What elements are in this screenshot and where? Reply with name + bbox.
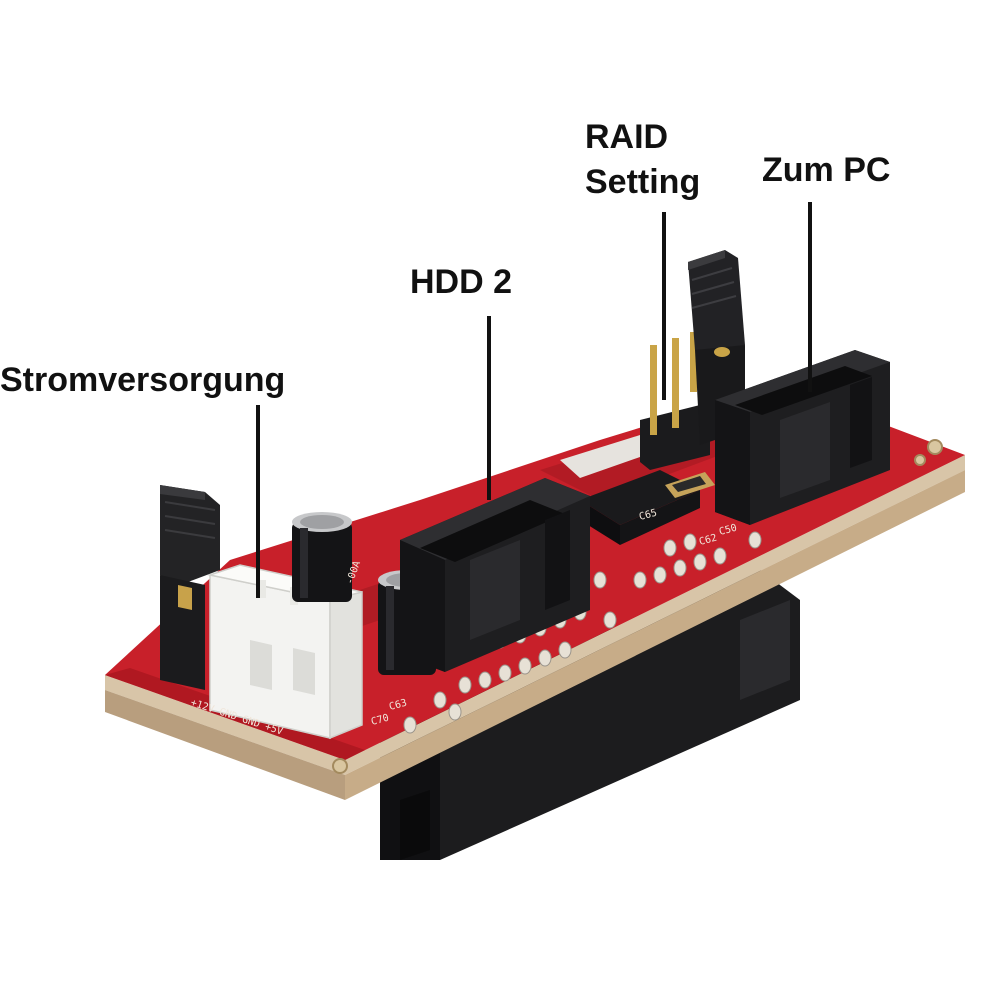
silkscreen-part-c50: C50 (718, 523, 738, 538)
leader-lines (256, 202, 812, 598)
silkscreen-part-c62: C62 (698, 533, 718, 548)
left-jumper (160, 485, 220, 690)
power-connector (207, 564, 363, 740)
crystal (665, 472, 715, 498)
raid-header (640, 332, 710, 470)
silkscreen-part-c63: C63 (388, 698, 408, 713)
hdd2-sata-connector (400, 478, 590, 672)
label-hdd2: HDD 2 (410, 263, 513, 301)
capacitor-left (292, 512, 352, 602)
label-to-pc: Zum PC (762, 151, 891, 189)
label-raid-line2: Setting (585, 163, 701, 201)
silkscreen-part-c65: C65 (638, 508, 658, 523)
sticker-label (560, 435, 660, 478)
pc-sata-connector (715, 350, 890, 525)
label-power-supply: Stromversorgung (0, 361, 286, 399)
silkscreen-part-c70: C70 (370, 713, 390, 728)
label-raid-line1: RAID (585, 118, 669, 156)
mounting-holes (332, 439, 943, 774)
bottom-sata-connector (380, 570, 800, 860)
